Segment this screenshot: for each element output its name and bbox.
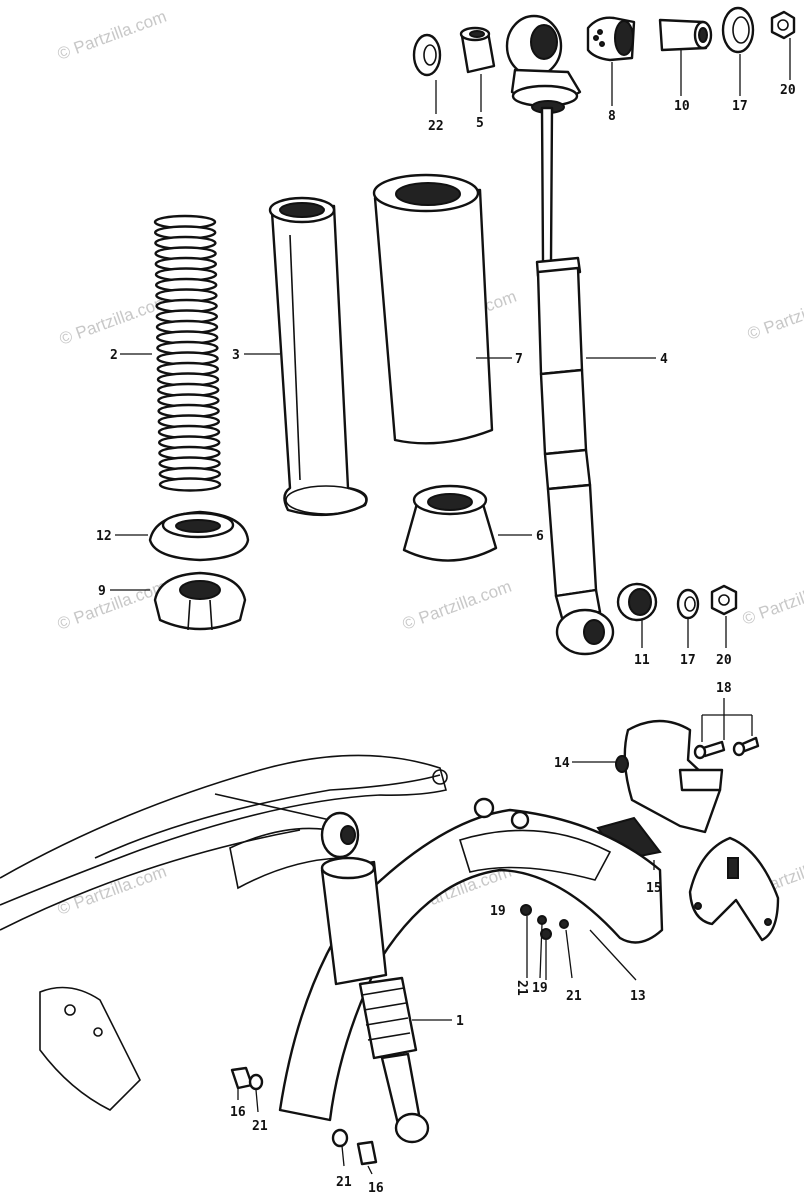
callout-11: 11 [634, 653, 650, 668]
part-21-washer[interactable] [537, 915, 547, 925]
callout-13: 13 [630, 989, 646, 1004]
watermark: © Partzilla.com [55, 577, 169, 634]
part-20-nut-bottom[interactable] [710, 584, 738, 616]
part-22-washer[interactable] [412, 33, 442, 77]
part-21-washer[interactable] [559, 919, 569, 929]
part-6-stopper-rubber[interactable] [402, 484, 498, 562]
watermark: © Partzilla.com [57, 292, 171, 349]
callout-18: 18 [716, 681, 732, 696]
watermark: © Partzilla.com [740, 572, 804, 629]
watermark: © Partzilla.com [745, 287, 804, 344]
callout-7: 7 [515, 352, 523, 367]
callout-10: 10 [674, 99, 690, 114]
part-19-nut[interactable] [540, 928, 552, 940]
callout-19: 19 [532, 981, 548, 996]
callout-17: 17 [732, 99, 748, 114]
part-16-bolt[interactable] [356, 1140, 378, 1166]
part-5-bushing[interactable] [459, 26, 496, 74]
callout-6: 6 [536, 529, 544, 544]
watermark: © Partzilla.com [400, 577, 514, 634]
part-21-washer[interactable] [248, 1073, 264, 1091]
callout-19: 19 [490, 904, 506, 919]
part-12-spring-seat[interactable] [148, 510, 250, 562]
callout-1: 1 [456, 1014, 464, 1029]
callout-15: 15 [646, 881, 662, 896]
callout-21: 21 [566, 989, 582, 1004]
part-7-outer-cover[interactable] [372, 173, 494, 445]
shock-upper-eye[interactable] [505, 14, 582, 114]
part-11-rubber-bushing[interactable] [616, 582, 658, 622]
watermark: © Partzilla.com [55, 7, 169, 64]
part-17-washer-bottom[interactable] [676, 588, 700, 620]
callout-17: 17 [680, 653, 696, 668]
callout-2: 2 [110, 348, 118, 363]
callout-labels: 22 5 8 10 17 20 2 3 7 4 12 6 9 11 17 20 … [96, 83, 796, 1196]
spring-coil [158, 477, 222, 492]
callout-8: 8 [608, 109, 616, 124]
callout-22: 22 [428, 119, 444, 134]
part-19-nut[interactable] [520, 904, 532, 916]
callout-14: 14 [554, 756, 570, 771]
callout-9: 9 [98, 584, 106, 599]
callout-4: 4 [660, 352, 668, 367]
part-1-rear-shock[interactable] [320, 811, 430, 1144]
callout-21: 21 [252, 1119, 268, 1134]
leader-lines [110, 38, 791, 1175]
license-plate-bracket[interactable] [688, 836, 780, 942]
part-20-nut-top[interactable] [770, 10, 796, 40]
part-8-rubber-bushing[interactable] [586, 16, 636, 62]
part-2-spring[interactable] [153, 214, 222, 492]
part-10-collar[interactable] [658, 18, 713, 52]
part-3-spring-cover[interactable] [268, 196, 368, 517]
part-14-bracket[interactable] [615, 719, 724, 834]
callout-12: 12 [96, 529, 112, 544]
part-21-washer[interactable] [331, 1128, 349, 1148]
part-9-stop-ring[interactable] [153, 571, 247, 631]
callout-5: 5 [476, 116, 484, 131]
part-18-screw[interactable] [732, 736, 760, 757]
part-16-bolt[interactable] [230, 1066, 254, 1090]
watermark: © Partzilla.com [55, 862, 169, 919]
part-17-washer-top[interactable] [721, 6, 755, 54]
callout-21: 21 [514, 980, 529, 996]
callout-21: 21 [336, 1175, 352, 1190]
part-4-shock-absorber[interactable] [535, 106, 615, 656]
callout-3: 3 [232, 348, 240, 363]
callout-20: 20 [780, 83, 796, 98]
callout-16: 16 [230, 1105, 246, 1120]
part-18-screw[interactable] [693, 740, 726, 760]
callout-20: 20 [716, 653, 732, 668]
callout-16: 16 [368, 1181, 384, 1196]
